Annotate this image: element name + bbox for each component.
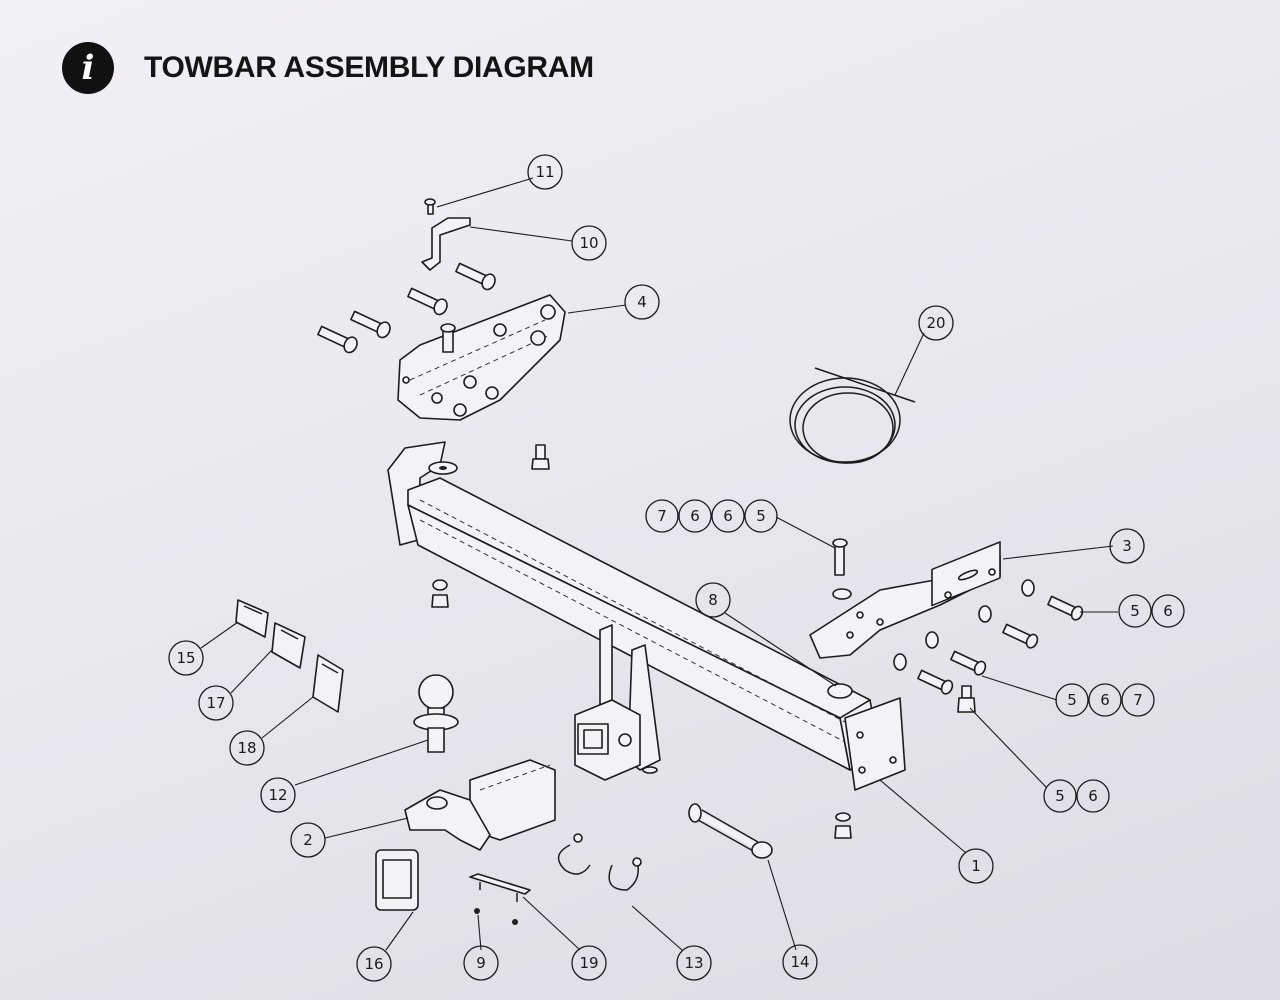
info-icon: i [62,42,114,94]
callout-16: 16 [356,946,392,982]
part-11-screw [424,198,436,215]
callout-20: 20 [918,305,954,341]
callout-3: 3 [1109,528,1145,564]
svg-text:7: 7 [657,507,667,525]
svg-text:11: 11 [535,163,554,181]
svg-text:2: 2 [303,831,313,849]
callout-8: 8 [695,582,731,618]
svg-text:19: 19 [579,954,598,972]
page-title: TOWBAR ASSEMBLY DIAGRAM [144,51,594,84]
callout-4: 4 [624,284,660,320]
svg-text:12: 12 [268,786,287,804]
svg-text:6: 6 [723,507,733,525]
part-4-left-bracket [397,294,566,421]
callout-1: 1 [958,848,994,884]
svg-text:6: 6 [1163,602,1173,620]
part-19-clip-plate [469,873,531,902]
callout-group-56-upper: 5 6 [1118,594,1185,628]
part-14-hitch-pin [688,803,773,859]
callout-19: 19 [571,945,607,981]
callout-group-56-lower: 5 6 [1043,779,1110,813]
leader-lines [200,177,1118,951]
svg-text:7: 7 [1133,691,1143,709]
part-2-ball-mount [404,759,556,851]
part-9-fasteners [474,908,518,925]
part-13-shackle [557,833,642,891]
part-10-support-bracket [421,217,471,271]
callout-13: 13 [676,945,712,981]
callout-12: 12 [260,777,296,813]
part-12-tow-ball [413,674,459,753]
svg-text:5: 5 [1067,691,1077,709]
svg-text:18: 18 [237,739,256,757]
bolts-left [317,262,550,608]
part-16-receiver-cover [375,849,419,911]
svg-text:14: 14 [790,953,809,971]
svg-text:4: 4 [637,293,647,311]
part-1-crossmember [387,441,906,791]
callout-15: 15 [168,640,204,676]
callout-18: 18 [229,730,265,766]
svg-text:17: 17 [206,694,225,712]
svg-text:5: 5 [1055,787,1065,805]
callout-2: 2 [290,822,326,858]
part-8-spacer [827,683,853,699]
fasteners-right [832,538,1084,839]
label-stickers [235,599,344,713]
svg-text:9: 9 [476,954,486,972]
callout-9: 9 [463,945,499,981]
callout-14: 14 [782,944,818,980]
svg-text:8: 8 [708,591,718,609]
part-3-right-bracket [809,541,1001,659]
svg-text:1: 1 [971,857,981,875]
svg-text:6: 6 [1100,691,1110,709]
svg-text:6: 6 [690,507,700,525]
callout-group-567: 5 6 7 [1055,683,1155,717]
svg-text:3: 3 [1122,537,1132,555]
svg-text:20: 20 [926,314,945,332]
svg-text:10: 10 [579,234,598,252]
svg-text:13: 13 [684,954,703,972]
callout-17: 17 [198,685,234,721]
callout-group-7665: 7 6 6 5 [645,499,778,533]
header: i TOWBAR ASSEMBLY DIAGRAM [62,42,594,94]
svg-text:15: 15 [176,649,195,667]
svg-text:16: 16 [364,955,383,973]
callout-11: 11 [527,154,563,190]
svg-text:5: 5 [756,507,766,525]
svg-text:6: 6 [1088,787,1098,805]
callout-10: 10 [571,225,607,261]
svg-text:5: 5 [1130,602,1140,620]
part-20-cable-coil [789,367,916,464]
